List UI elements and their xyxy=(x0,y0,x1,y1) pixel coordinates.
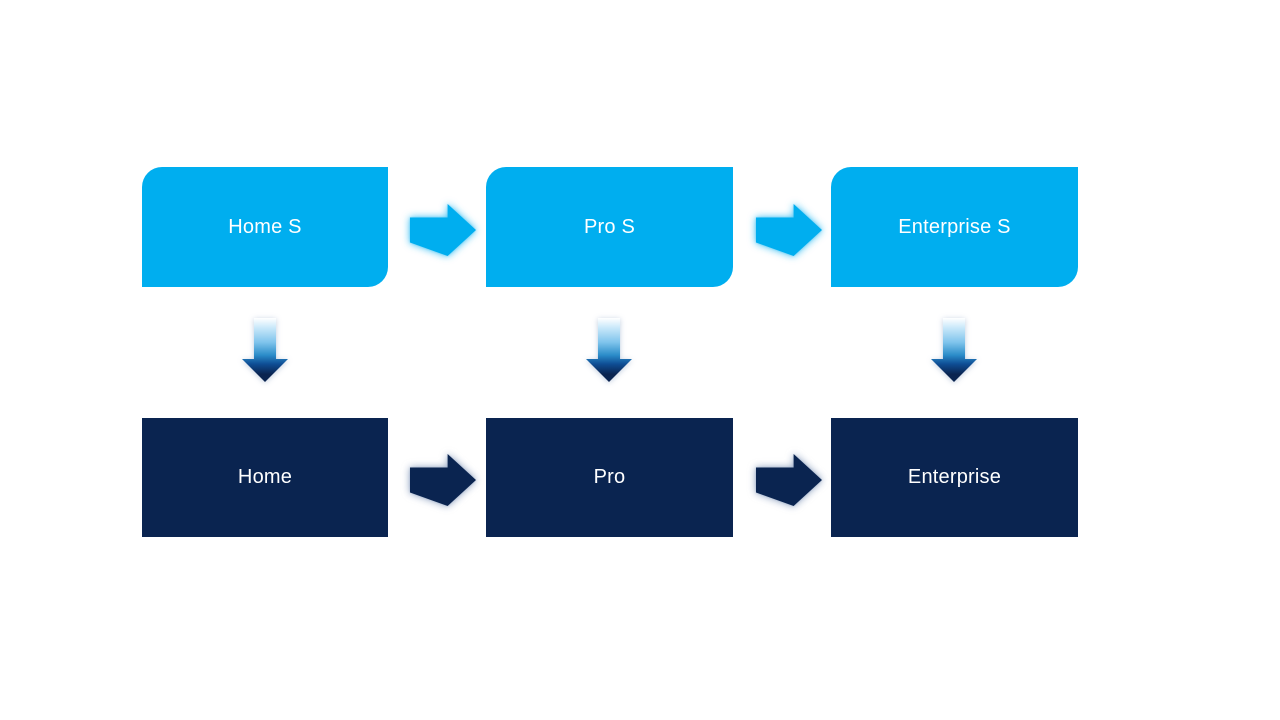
down-arrow-icon xyxy=(586,318,632,382)
node-pro: Pro xyxy=(486,418,733,537)
node-label: Pro xyxy=(593,466,626,488)
node-pro-s: Pro S xyxy=(486,167,733,287)
right-arrow-icon xyxy=(410,204,476,256)
node-label: Home S xyxy=(228,215,302,238)
node-home: Home xyxy=(142,418,388,537)
node-label: Enterprise xyxy=(907,466,1002,488)
node-label: Pro S xyxy=(583,215,636,238)
node-enterprise: Enterprise xyxy=(831,418,1078,537)
right-arrow-shape xyxy=(756,204,822,256)
node-enterprise-s: Enterprise S xyxy=(831,167,1078,287)
down-arrow-shape xyxy=(242,318,288,382)
down-arrow-icon xyxy=(242,318,288,382)
node-label: Home xyxy=(237,466,293,488)
node-home-s: Home S xyxy=(142,167,388,287)
right-arrow-shape xyxy=(410,204,476,256)
right-arrow-shape xyxy=(410,454,476,506)
right-arrow-shape xyxy=(756,454,822,506)
right-arrow-icon xyxy=(756,454,822,506)
node-label: Enterprise S xyxy=(898,215,1011,238)
down-arrow-shape xyxy=(586,318,632,382)
right-arrow-icon xyxy=(410,454,476,506)
right-arrow-icon xyxy=(756,204,822,256)
down-arrow-icon xyxy=(931,318,977,382)
down-arrow-shape xyxy=(931,318,977,382)
